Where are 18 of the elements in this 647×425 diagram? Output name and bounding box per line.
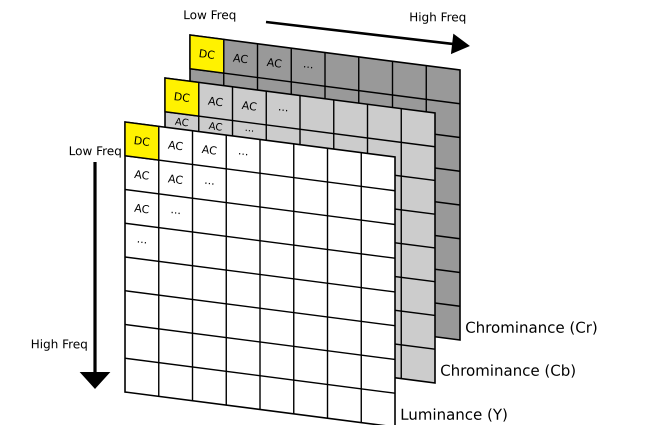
cell-label: AC <box>168 140 183 150</box>
plane-label: Luminance (Y) <box>402 408 507 422</box>
plane-label: Chrominance (Cb) <box>441 364 575 378</box>
cell-label: ... <box>279 109 288 112</box>
axis-label: High Freq <box>32 339 87 351</box>
cell-label: AC <box>168 174 183 184</box>
cell-label: AC <box>208 96 223 106</box>
cell-label: ... <box>205 182 214 185</box>
cell-label: ... <box>246 130 254 132</box>
axis-label: Low Freq <box>70 146 121 158</box>
plane-label: Chrominance (Cr) <box>466 321 596 335</box>
cell-label: AC <box>242 101 257 111</box>
axis-label: Low Freq <box>184 10 236 22</box>
axis-label: High Freq <box>410 12 466 24</box>
cell-label: ... <box>239 153 248 156</box>
cell-label: AC <box>202 145 217 155</box>
cell-label: ... <box>172 212 180 214</box>
cell-label: AC <box>208 122 222 131</box>
